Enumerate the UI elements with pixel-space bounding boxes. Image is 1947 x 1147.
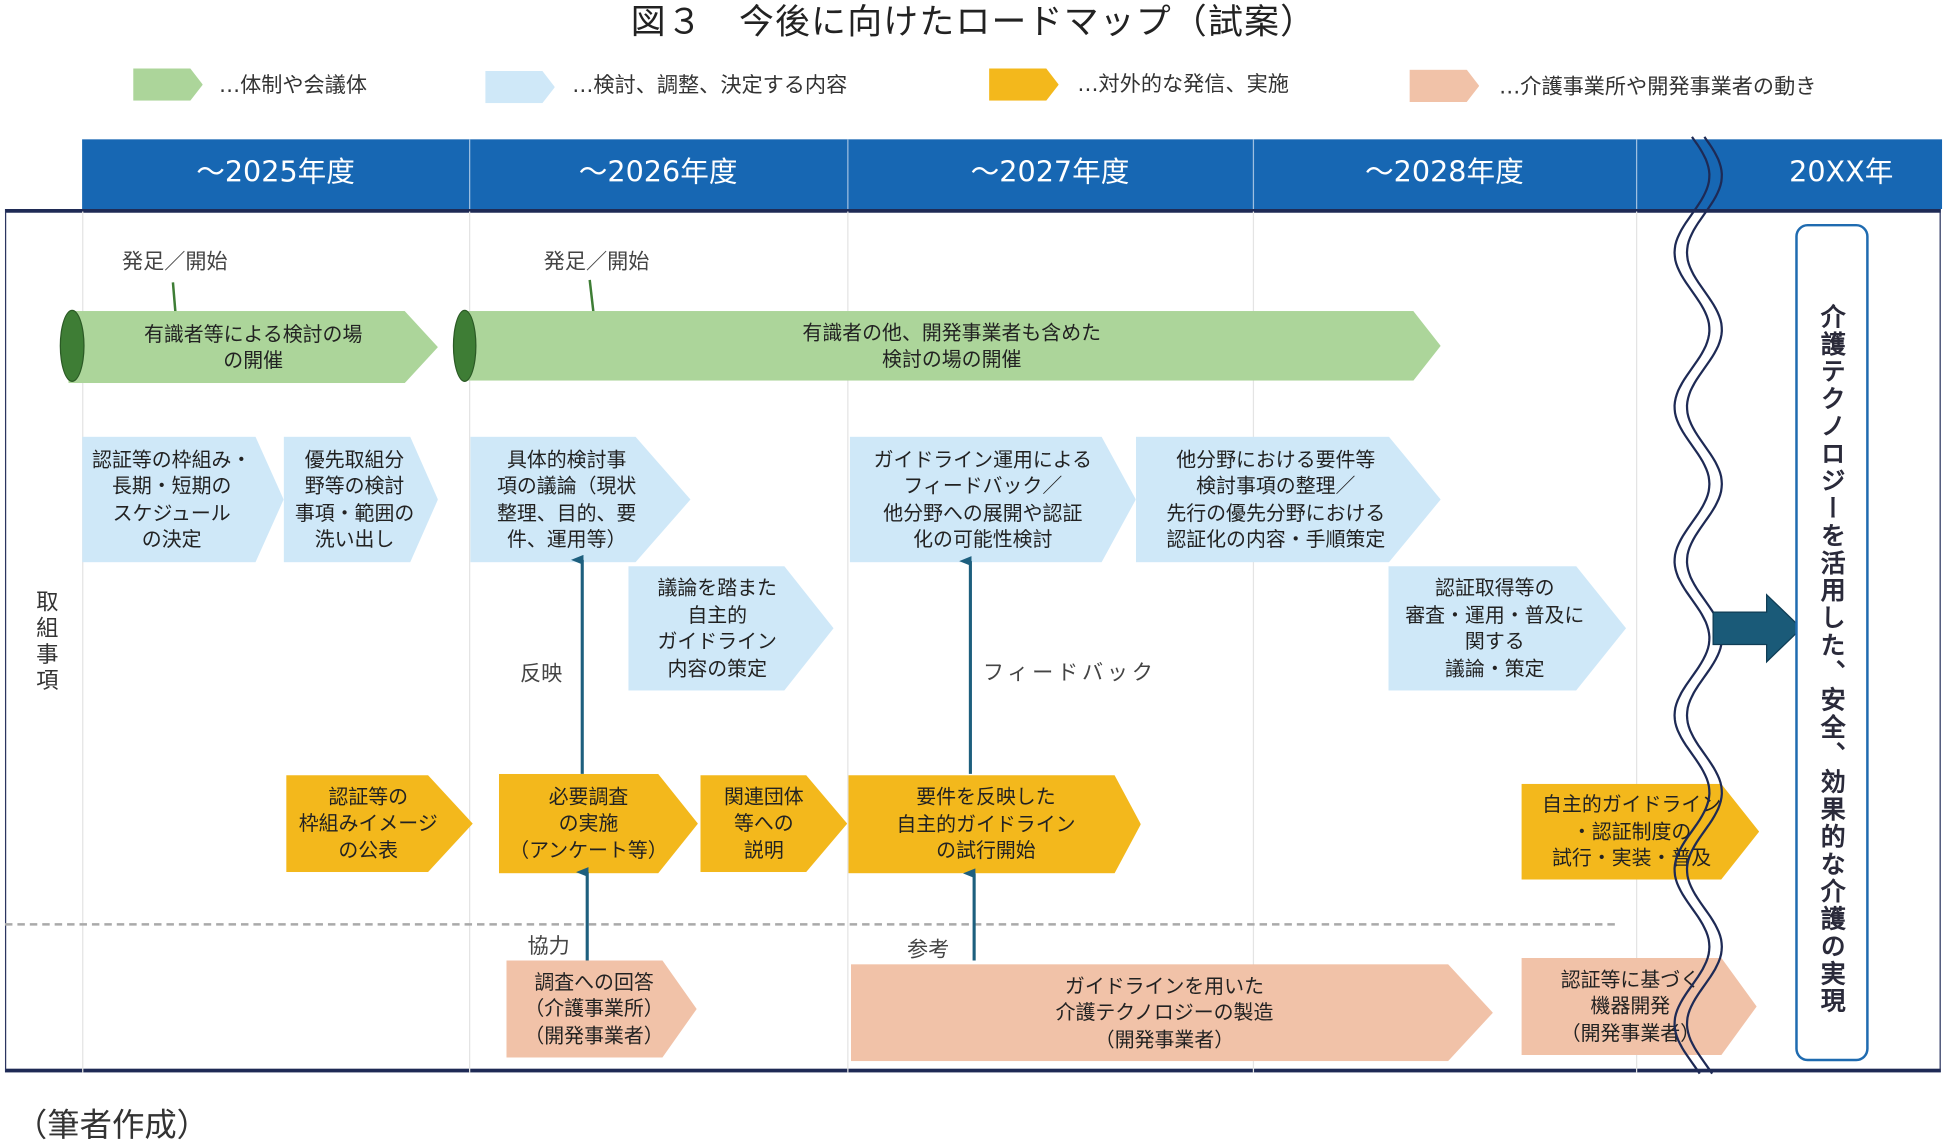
year-2028: ～2028年度 — [1365, 156, 1524, 190]
peach-item: 認証等に基づく 機器開発 （開発事業者） — [1521, 957, 1757, 1055]
yellow-item: 自主的ガイドライン ・認証制度の 試行・実装・普及 — [1521, 783, 1760, 880]
goal-text: 介護テクノロジーを活用した、安全、効果的な介護の実現 — [1816, 303, 1847, 1016]
header-divider — [847, 139, 849, 210]
break-wave — [1685, 136, 1723, 1075]
yellow-item: 必要調査 の実施 （アンケート等） — [498, 773, 698, 874]
blue-item: 議論を踏また 自主的 ガイドライン 内容の策定 — [628, 566, 834, 691]
column-line — [82, 211, 84, 1073]
legend-label: …対外的な発信、実施 — [1077, 72, 1289, 98]
legend-label: …体制や会議体 — [218, 73, 368, 99]
roadmap-body — [4, 209, 1941, 1073]
arrow-label-reflect: 反映 — [520, 661, 563, 687]
arrow-label-cooperate: 協力 — [527, 934, 570, 960]
big-right-arrow-icon — [1712, 593, 1803, 664]
start-label: 発足／開始 — [121, 250, 228, 275]
legend-label: …介護事業所や開発事業者の動き — [1499, 74, 1817, 100]
green-item-expert-panel: 有識者等による検討の場 の開催 — [68, 311, 438, 384]
source-note: （筆者作成） — [14, 1107, 210, 1145]
header-divider — [1252, 139, 1255, 210]
start-tick — [588, 279, 595, 313]
yellow-item: 要件を反映した 自主的ガイドライン の試行開始 — [848, 775, 1141, 874]
cylinder-cap — [452, 309, 477, 382]
legend-swatch-yellow — [989, 68, 1059, 101]
legend-label: …検討、調整、決定する内容 — [572, 73, 848, 99]
column-line — [1635, 211, 1638, 1073]
year-2026: ～2026年度 — [578, 156, 738, 190]
blue-item: ガイドライン運用による フィードバック／ 他分野への展開や認証 化の可能性検討 — [849, 436, 1136, 563]
arrow-label-feedback: フィードバック — [982, 660, 1157, 686]
legend-swatch-blue — [485, 70, 555, 104]
start-label: 発足／開始 — [543, 250, 650, 275]
legend-swatch-peach — [1409, 69, 1480, 103]
column-line — [847, 211, 849, 1073]
row-label: 取 組 事 項 — [36, 589, 59, 695]
year-20xx: 20XX年 — [1789, 156, 1894, 190]
blue-item: 優先取組分 野等の検討 事項・範囲の 洗い出し — [283, 436, 438, 563]
peach-item: 調査への回答 （介護事業所） （開発事業者） — [506, 960, 697, 1058]
break-wave — [1673, 136, 1711, 1075]
blue-item: 他分野における要件等 検討事項の整理／ 先行の優先分野における 認証化の内容・手… — [1135, 436, 1441, 563]
figure-title: 図３ 今後に向けたロードマップ（試案） — [630, 1, 1317, 43]
header-divider — [1635, 139, 1638, 210]
yellow-item: 認証等の 枠組みイメージ の公表 — [286, 775, 473, 873]
column-line — [1252, 211, 1255, 1073]
arrow-label-reference: 参考 — [906, 938, 950, 963]
goal-box: 介護テクノロジーを活用した、安全、効果的な介護の実現 — [1795, 223, 1869, 1062]
legend-swatch-green — [133, 68, 203, 101]
peach-item: ガイドラインを用いた 介護テクノロジーの製造 （開発事業者） — [850, 964, 1493, 1062]
cylinder-cap — [59, 309, 85, 382]
column-line — [469, 211, 471, 1073]
year-2027: ～2027年度 — [970, 156, 1130, 190]
green-item-extended-panel: 有識者の他、開発事業者も含めた 検討の場の開催 — [462, 311, 1441, 381]
blue-item: 認証取得等の 審査・運用・普及に 関する 議論・策定 — [1388, 566, 1627, 691]
dashed-divider — [4, 923, 1615, 926]
header-divider — [469, 139, 471, 210]
timeline-header — [82, 139, 1943, 210]
blue-item: 認証等の枠組み・ 長期・短期の スケジュール の決定 — [82, 436, 284, 563]
start-tick — [171, 282, 177, 313]
year-2025: ～2025年度 — [196, 156, 355, 190]
